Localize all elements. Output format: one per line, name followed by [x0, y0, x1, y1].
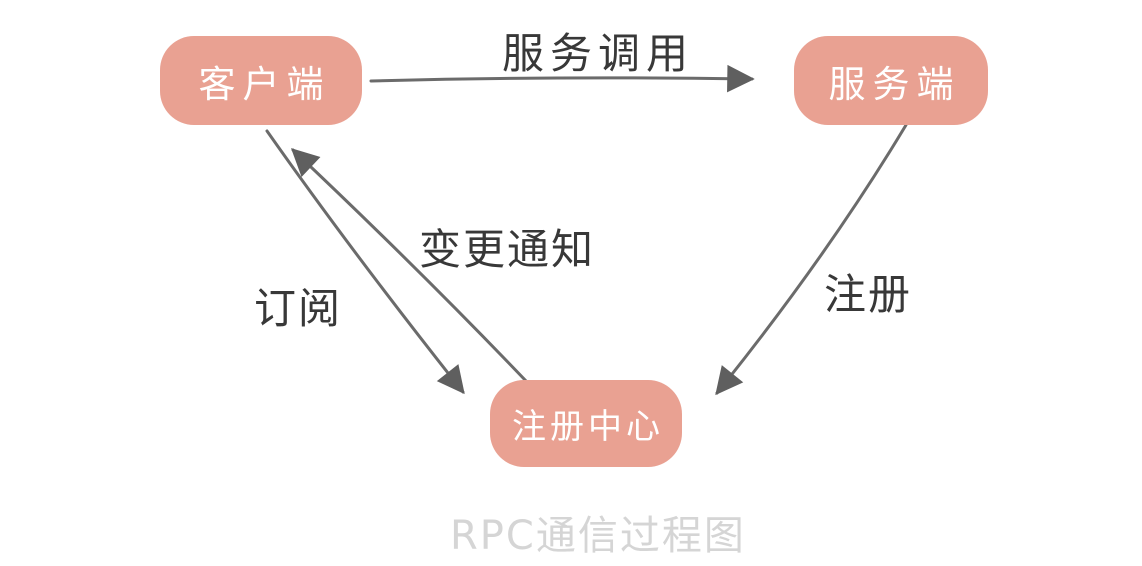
arrow-register — [715, 123, 908, 396]
node-server: 服务端 — [794, 36, 988, 125]
arrow-service-call — [369, 64, 755, 93]
edge-label-change-notify: 变更通知 — [419, 225, 596, 274]
node-client: 客户端 — [160, 36, 362, 125]
edge-label-subscribe: 订阅 — [254, 284, 343, 333]
edge-label-service-call: 服务调用 — [502, 29, 695, 78]
arrow-change-notify — [291, 148, 529, 384]
arrow-subscribe — [265, 129, 465, 395]
edge-label-register: 注册 — [824, 270, 913, 319]
node-registry: 注册中心 — [490, 380, 682, 467]
node-registry-label: 注册中心 — [512, 407, 664, 447]
diagram-title: RPC通信过程图 — [450, 513, 746, 559]
node-client-label: 客户端 — [198, 62, 331, 106]
node-server-label: 服务端 — [828, 62, 961, 106]
